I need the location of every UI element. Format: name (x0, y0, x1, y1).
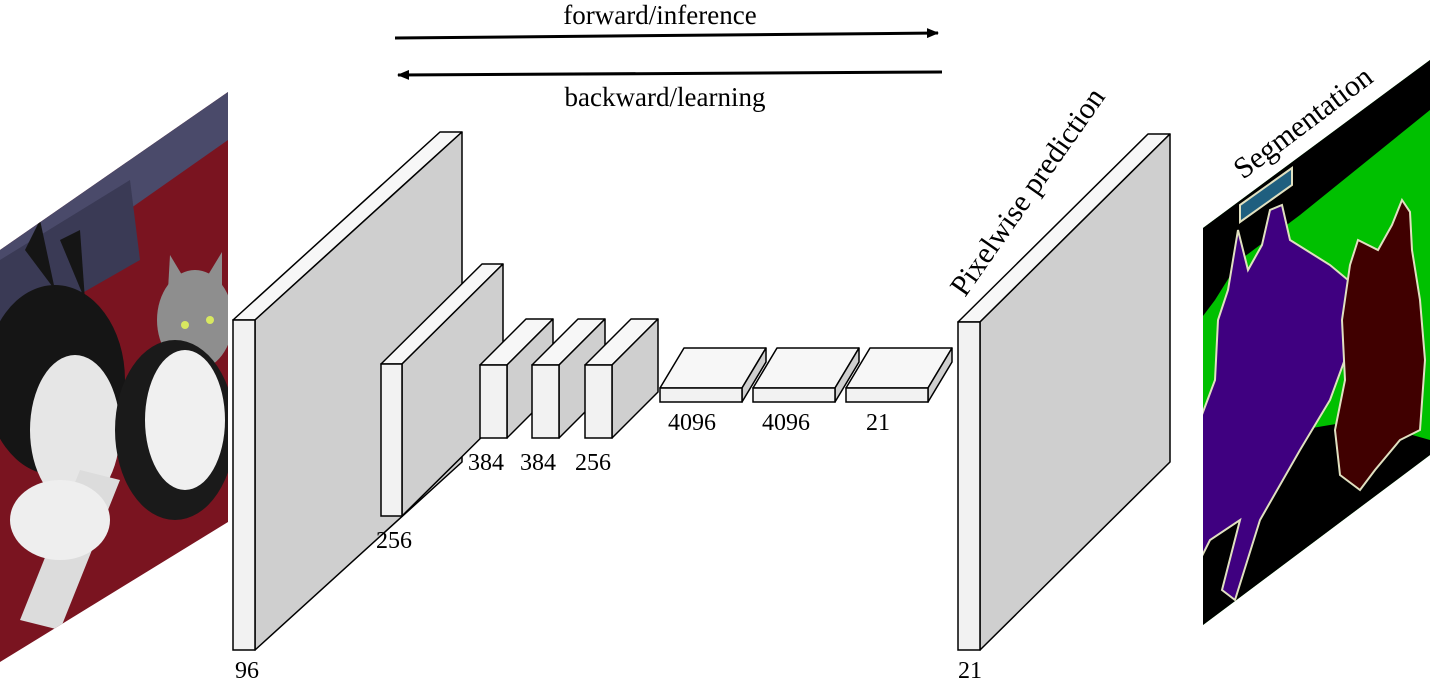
layer-front-face (752, 387, 836, 403)
layer-label: 384 (520, 450, 556, 476)
layer-conv4: 384 (520, 318, 606, 476)
layer-label: 256 (376, 528, 412, 554)
layer-conv1: 96 (232, 131, 463, 682)
seg-background-region (1203, 60, 1430, 320)
layer-front-face (584, 364, 613, 439)
layer-conv5: 256 (575, 318, 659, 476)
layer-label: 96 (235, 658, 259, 682)
layer-label: 4096 (762, 410, 810, 436)
layer-conv3: 384 (468, 318, 554, 476)
layer-front-face (380, 363, 403, 517)
layer-label: 4096 (668, 410, 716, 436)
segmentation-map (1203, 60, 1430, 625)
input-image (0, 92, 228, 662)
seg-dog-region (1203, 203, 1362, 602)
layer-label: 256 (575, 450, 611, 476)
network-layers: 96 256 384 384 256 4096 4096 21 21 (232, 131, 1171, 682)
layer-front-face (479, 364, 508, 439)
backward-label: backward/learning (565, 82, 766, 112)
forward-arrow (394, 28, 939, 40)
layer-front-face (232, 319, 256, 651)
forward-label: forward/inference (563, 0, 756, 30)
seg-cat-region (1333, 197, 1427, 492)
layer-output: 21 (957, 133, 1171, 682)
layer-front-face (845, 387, 929, 403)
backward-arrow (397, 69, 943, 80)
layer-label: 21 (866, 410, 890, 436)
layer-label: 21 (958, 658, 982, 682)
layer-conv2: 256 (376, 263, 504, 554)
layer-fc8: 21 (845, 347, 953, 436)
layer-front-face (531, 364, 560, 439)
layer-front-face (659, 387, 743, 403)
layer-front-face (957, 321, 981, 651)
seg-tv-region (1239, 166, 1293, 224)
layer-fc6: 4096 (659, 347, 767, 436)
layer-fc7: 4096 (752, 347, 860, 436)
layer-label: 384 (468, 450, 504, 476)
